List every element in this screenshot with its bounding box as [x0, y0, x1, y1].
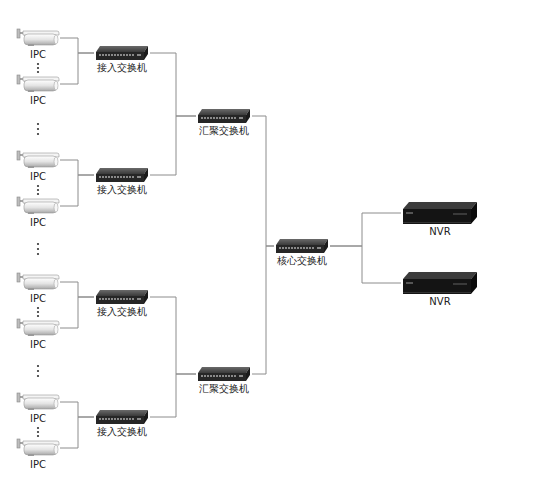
network-switch: 汇聚交换机 [196, 366, 252, 394]
device-label: 接入交换机 [96, 426, 148, 437]
network-switch: 接入交换机 [94, 409, 150, 437]
device-label: 接入交换机 [96, 184, 148, 195]
ip-camera-icon [16, 28, 60, 48]
device-label: 汇聚交换机 [198, 125, 250, 136]
network-cable [60, 417, 94, 448]
network-switch-icon [274, 238, 330, 254]
continuation-dots [37, 63, 39, 437]
network-cable [60, 175, 94, 206]
device-label: 接入交换机 [96, 62, 148, 73]
network-cable [150, 53, 196, 116]
network-switch: 汇聚交换机 [196, 108, 252, 136]
nvr-recorder-icon [401, 271, 479, 295]
network-switch-icon [94, 409, 150, 425]
network-cable [60, 282, 94, 297]
network-cable [330, 213, 401, 246]
device-label: NVR [428, 226, 451, 237]
ip-camera-icon [16, 318, 60, 338]
device-label: IPC [29, 413, 47, 424]
device-label: 接入交换机 [96, 306, 148, 317]
network-switch-icon [94, 289, 150, 305]
device-label: IPC [29, 459, 47, 470]
network-switch: 接入交换机 [94, 289, 150, 317]
network-cable [252, 246, 274, 374]
ip-camera: IPC [16, 392, 60, 424]
network-cable [60, 402, 94, 417]
ip-camera-icon [16, 150, 60, 170]
nvr-recorder-icon [401, 201, 479, 225]
network-switch-icon [196, 366, 252, 382]
ip-camera: IPC [16, 150, 60, 182]
ip-camera-icon [16, 392, 60, 412]
ip-camera: IPC [16, 272, 60, 304]
network-switch: 接入交换机 [94, 167, 150, 195]
network-cable [150, 374, 196, 417]
device-label: IPC [29, 49, 47, 60]
ip-camera: IPC [16, 196, 60, 228]
network-cable [150, 116, 196, 175]
ip-camera: IPC [16, 74, 60, 106]
device-label: NVR [428, 296, 451, 307]
device-label: IPC [29, 339, 47, 350]
ip-camera: IPC [16, 438, 60, 470]
network-cable [60, 160, 94, 175]
device-label: IPC [29, 293, 47, 304]
network-cable [150, 297, 196, 374]
network-switch-icon [196, 108, 252, 124]
network-cable [60, 53, 94, 84]
ip-camera: IPC [16, 318, 60, 350]
device-label: IPC [29, 217, 47, 228]
network-switch-icon [94, 45, 150, 61]
ip-camera-icon [16, 196, 60, 216]
network-switch: 核心交换机 [274, 238, 330, 266]
device-label: IPC [29, 171, 47, 182]
ip-camera-icon [16, 438, 60, 458]
device-label: 汇聚交换机 [198, 383, 250, 394]
device-label: IPC [29, 95, 47, 106]
ip-camera: IPC [16, 28, 60, 60]
network-cable [60, 38, 94, 53]
network-switch: 接入交换机 [94, 45, 150, 73]
network-switch-icon [94, 167, 150, 183]
ip-camera-icon [16, 272, 60, 292]
network-cable [330, 246, 401, 283]
nvr-recorder: NVR [401, 271, 479, 307]
nvr-recorder: NVR [401, 201, 479, 237]
ip-camera-icon [16, 74, 60, 94]
device-label: 核心交换机 [276, 255, 328, 266]
network-cable [60, 297, 94, 328]
network-cable [252, 116, 274, 246]
